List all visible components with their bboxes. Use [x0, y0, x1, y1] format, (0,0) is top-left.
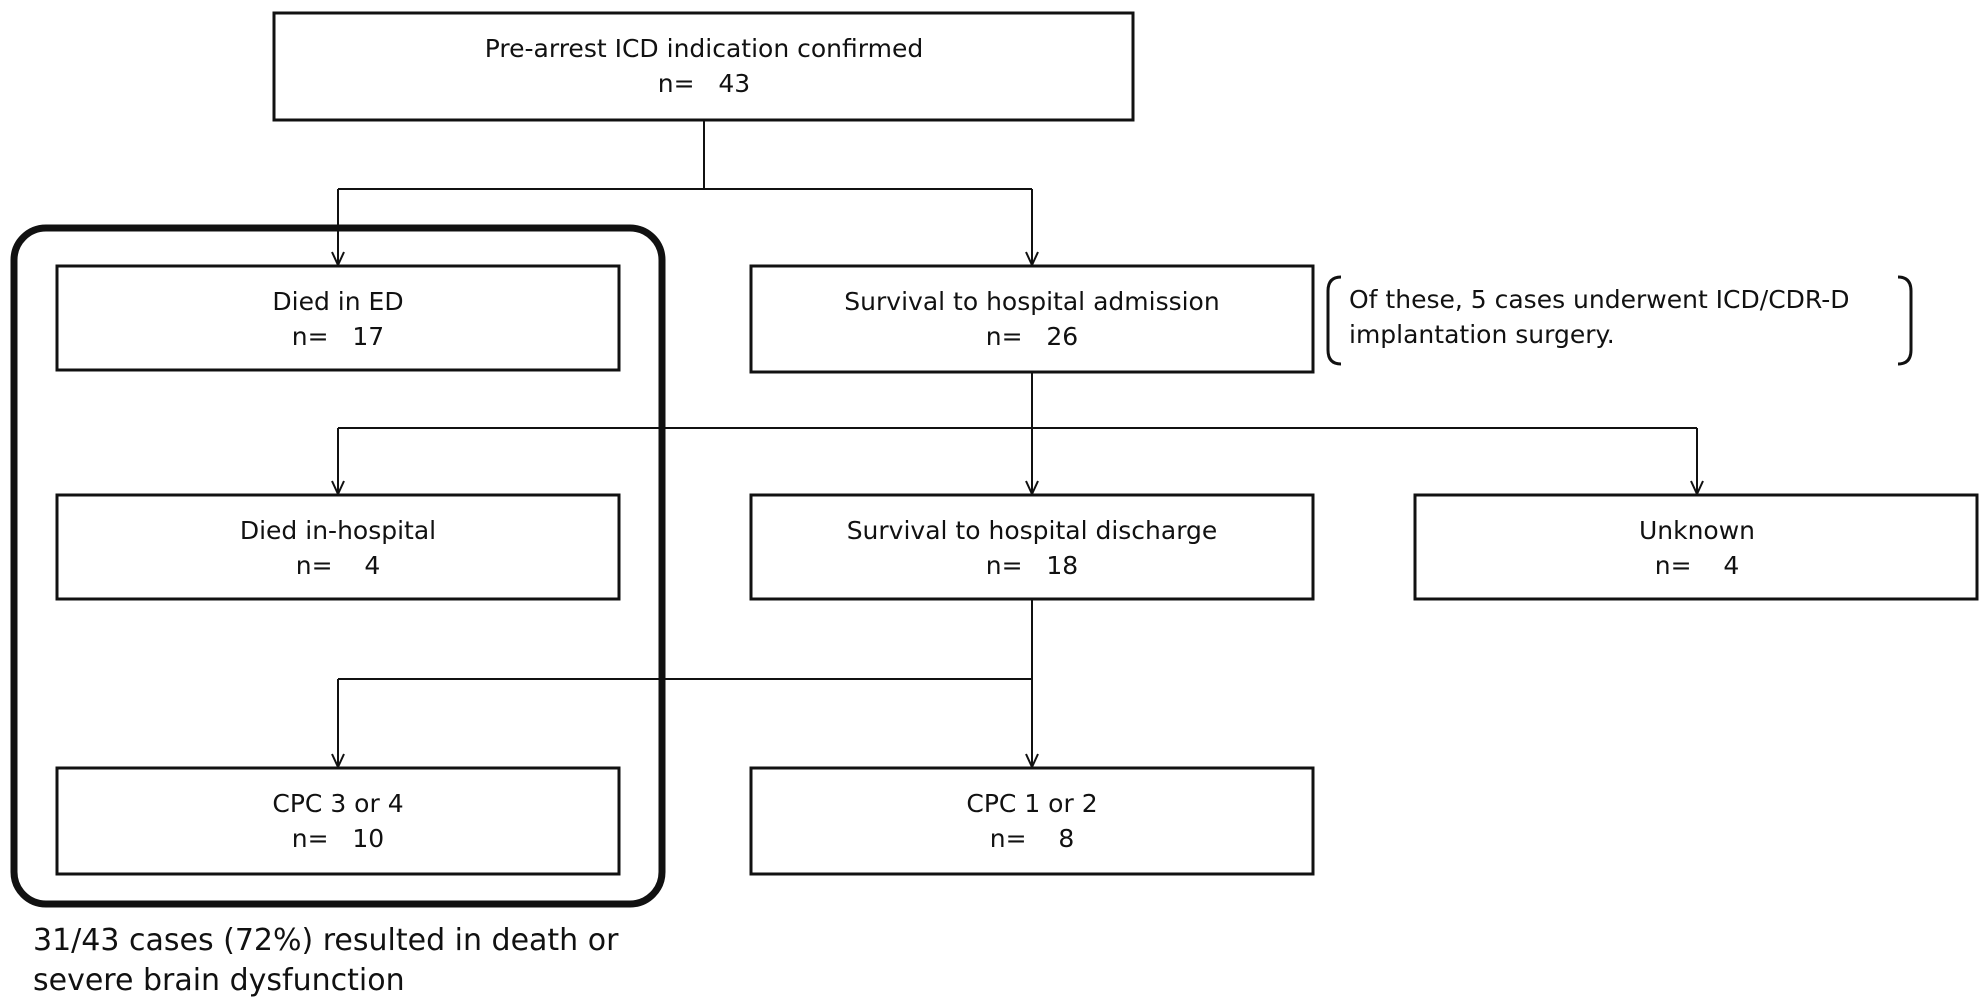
node-survival-admission-title: Survival to hospital admission — [844, 287, 1219, 316]
node-unknown-count: n= 4 — [1655, 551, 1740, 580]
node-died-hospital: Died in-hospital n= 4 — [55, 493, 621, 601]
node-survival-admission-count: n= 26 — [986, 322, 1078, 351]
node-root: Pre-arrest ICD indication confirmed n= 4… — [272, 11, 1135, 122]
node-cpc12-title: CPC 1 or 2 — [966, 789, 1097, 818]
connectors — [338, 120, 1697, 767]
node-survival-discharge-count: n= 18 — [986, 551, 1078, 580]
node-cpc34: CPC 3 or 4 n= 10 — [55, 766, 621, 876]
note-bracket-left — [1326, 275, 1342, 366]
node-unknown: Unknown n= 4 — [1413, 493, 1979, 601]
node-died-ed: Died in ED n= 17 — [55, 264, 621, 372]
node-died-hospital-count: n= 4 — [296, 551, 381, 580]
node-survival-admission: Survival to hospital admission n= 26 — [749, 264, 1315, 374]
node-cpc34-title: CPC 3 or 4 — [272, 789, 403, 818]
node-cpc34-count: n= 10 — [292, 824, 384, 853]
node-survival-discharge: Survival to hospital discharge n= 18 — [749, 493, 1315, 601]
note-line-1: Of these, 5 cases underwent ICD/CDR-D — [1349, 285, 1850, 314]
note-bracket-right — [1897, 275, 1913, 366]
note-line-2: implantation surgery. — [1349, 320, 1615, 349]
node-cpc12-count: n= 8 — [990, 824, 1075, 853]
node-cpc12: CPC 1 or 2 n= 8 — [749, 766, 1315, 876]
summary-line-1: 31/43 cases (72%) resulted in death or — [33, 923, 619, 958]
node-died-ed-title: Died in ED — [272, 287, 403, 316]
node-survival-discharge-title: Survival to hospital discharge — [847, 516, 1218, 545]
node-root-title: Pre-arrest ICD indication confirmed — [485, 34, 923, 63]
node-unknown-title: Unknown — [1639, 516, 1755, 545]
node-died-ed-count: n= 17 — [292, 322, 384, 351]
note-bracket: Of these, 5 cases underwent ICD/CDR-D im… — [1326, 275, 1913, 366]
node-died-hospital-title: Died in-hospital — [240, 516, 436, 545]
summary-line-2: severe brain dysfunction — [33, 963, 405, 998]
node-root-count: n= 43 — [658, 69, 750, 98]
